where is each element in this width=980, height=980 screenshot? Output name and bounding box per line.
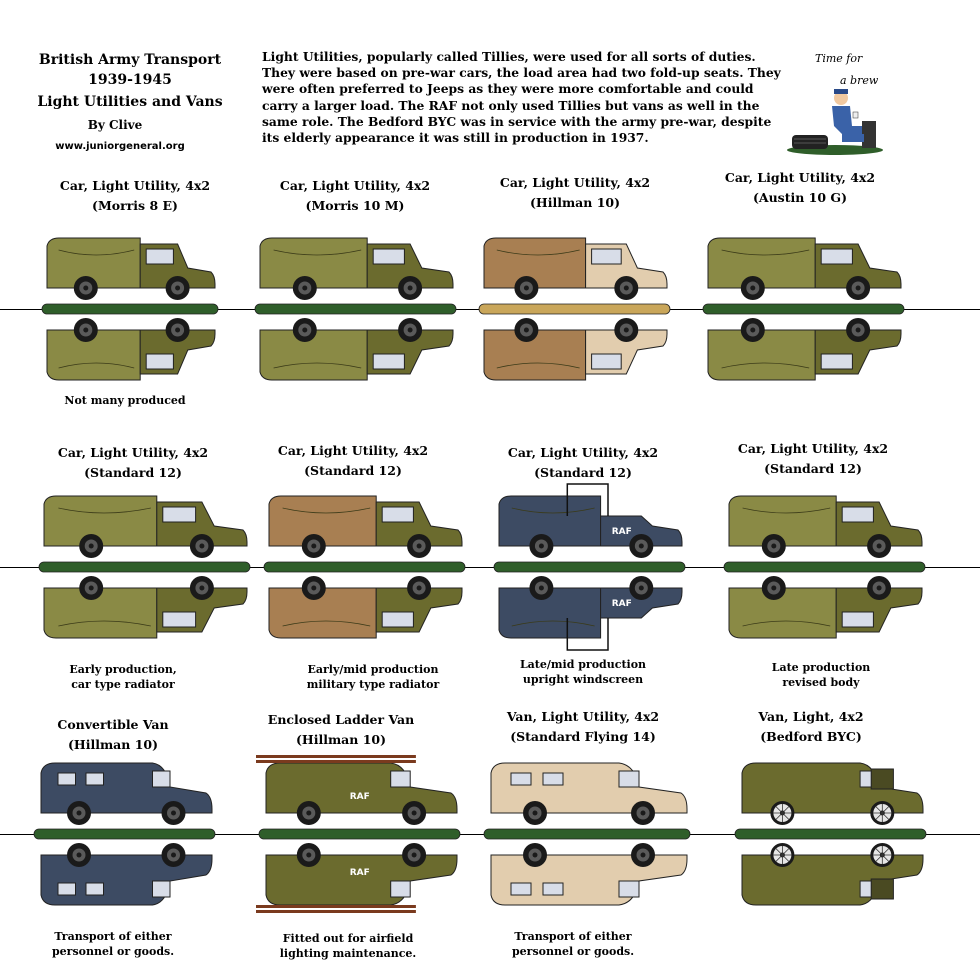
raf-marking: RAF [350, 792, 370, 802]
vehicle-5-note: Early production,car type radiator [69, 663, 177, 691]
site-link[interactable]: www.juniorgeneral.org [55, 141, 185, 152]
vehicle-5 [38, 495, 251, 639]
vehicle-6-underside [268, 576, 463, 639]
vehicle-3-side [483, 237, 668, 300]
page-title: British Army Transport [38, 52, 222, 68]
page-title-years: 1939-1945 [88, 72, 172, 88]
author-credit: By Clive [87, 118, 143, 132]
vehicle-9-caption: Convertible Van(Hillman 10) [57, 717, 169, 752]
vehicle-6-side [268, 495, 463, 558]
vehicle-12-caption: Van, Light, 4x2(Bedford BYC) [758, 709, 864, 744]
vehicle-2-caption: Car, Light Utility, 4x2(Morris 10 M) [279, 178, 431, 213]
row-2-divider [0, 567, 980, 568]
vehicle-9-underside [40, 843, 213, 906]
vehicle-1-side [46, 237, 216, 300]
vehicle-7-underside: RAF [498, 576, 683, 651]
vehicle-11-caption: Van, Light Utility, 4x2(Standard Flying … [506, 709, 660, 744]
vehicle-11-underside [490, 843, 688, 906]
raf-marking: RAF [612, 599, 632, 609]
tea-break-illustration: Time for a brew [787, 52, 883, 155]
vehicle-8-caption: Car, Light Utility, 4x2(Standard 12) [737, 441, 889, 476]
vehicle-11 [483, 762, 691, 906]
vehicle-12 [734, 762, 927, 906]
vehicle-12-side [741, 762, 924, 826]
vehicle-4 [702, 237, 905, 381]
vehicle-9-side [40, 762, 213, 825]
vehicle-3-caption: Car, Light Utility, 4x2(Hillman 10) [499, 175, 651, 210]
vehicle-2-side [259, 237, 454, 300]
vehicle-2 [254, 237, 457, 381]
vehicle-1 [41, 237, 219, 381]
page-subtitle: Light Utilities and Vans [37, 94, 223, 110]
vehicle-3-underside [483, 318, 668, 381]
vehicle-12-underside [741, 842, 924, 906]
brew-text-1: Time for [815, 52, 863, 65]
intro-paragraph: Light Utilities, popularly called Tillie… [262, 49, 781, 146]
vehicle-4-caption: Car, Light Utility, 4x2(Austin 10 G) [724, 170, 876, 205]
vehicle-1-underside [46, 318, 216, 381]
vehicle-4-side [707, 237, 902, 300]
vehicle-7-side: RAF [498, 483, 683, 558]
vehicle-10-side: RAF [256, 755, 458, 825]
vehicle-8-underside [728, 576, 923, 639]
vehicle-5-side [43, 495, 248, 558]
vehicle-1-caption: Car, Light Utility, 4x2(Morris 8 E) [59, 178, 211, 213]
vehicle-3 [478, 237, 671, 381]
vehicle-10-underside: RAF [256, 843, 458, 913]
vehicle-6 [263, 495, 466, 639]
vehicle-7: RAF RAF [493, 483, 686, 651]
vehicle-1-note: Not many produced [64, 394, 186, 407]
vehicle-4-underside [707, 318, 902, 381]
vehicle-10-caption: Enclosed Ladder Van(Hillman 10) [267, 712, 415, 747]
vehicle-8 [723, 495, 926, 639]
vehicle-5-underside [43, 576, 248, 639]
vehicle-2-underside [259, 318, 454, 381]
raf-marking: RAF [612, 527, 632, 537]
brew-text-2: a brew [840, 74, 879, 87]
vehicle-8-side [728, 495, 923, 558]
vehicle-5-caption: Car, Light Utility, 4x2(Standard 12) [57, 445, 209, 480]
vehicle-10: RAF RAF [256, 755, 461, 913]
vehicle-6-caption: Car, Light Utility, 4x2(Standard 12) [277, 443, 429, 478]
vehicle-11-side [490, 762, 688, 825]
vehicle-9 [33, 762, 216, 906]
vehicle-7-caption: Car, Light Utility, 4x2(Standard 12) [507, 445, 659, 480]
raf-marking: RAF [350, 868, 370, 878]
